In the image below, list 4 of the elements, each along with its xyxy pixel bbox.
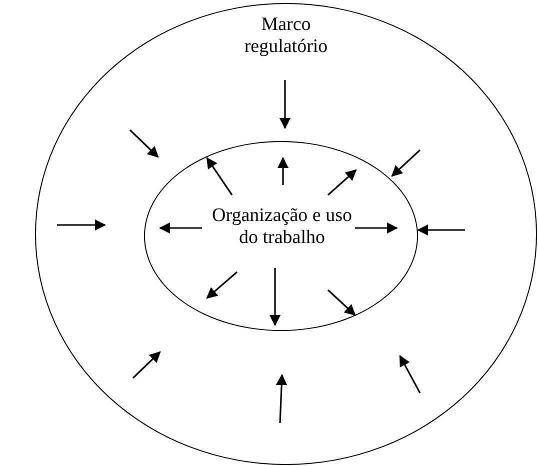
ellipse [144, 141, 418, 331]
ellipse [35, 3, 537, 465]
ellipse-label: Marco regulatório [243, 14, 329, 58]
ellipse-label: Organização e uso do trabalho [211, 205, 353, 249]
